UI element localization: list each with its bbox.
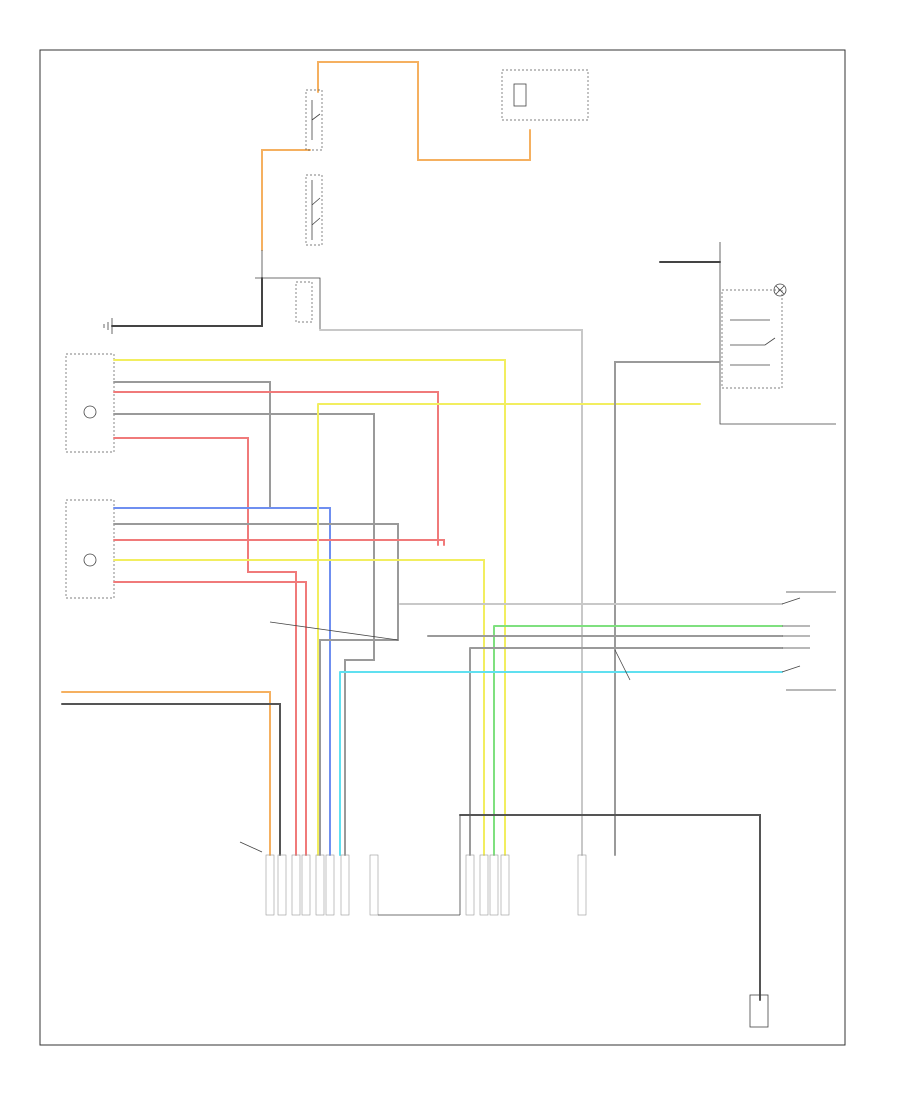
ground-left-icon <box>103 318 113 334</box>
lamp-icon <box>773 283 787 297</box>
fuse-element <box>513 83 527 107</box>
switch-right-contacts <box>730 319 776 366</box>
diagram-frame <box>39 49 846 1046</box>
switch-top-contact <box>311 100 321 140</box>
relay-top-box <box>295 281 313 323</box>
wire-blue-lower <box>113 507 331 856</box>
connector-right-pin-3 <box>489 854 499 916</box>
lamp-cross <box>775 285 785 295</box>
switch-right-bottom-frame <box>786 591 836 691</box>
motor-lower-box <box>65 499 115 599</box>
connector-left-pin-4 <box>301 854 311 916</box>
connector-right-pin-4 <box>500 854 510 916</box>
connector-left-pin-7 <box>340 854 350 916</box>
connector-right-pins <box>465 854 587 916</box>
wire-yellow-lower <box>113 559 485 856</box>
splice-left-lead <box>269 621 399 641</box>
connector-left-pin-3 <box>291 854 301 916</box>
wire-gray-sw4 <box>469 647 783 856</box>
fuse-block <box>501 69 589 121</box>
memory-module-frame <box>459 814 761 1001</box>
connector-left-pins <box>265 854 379 916</box>
unit-bottom-right-box <box>749 994 769 1028</box>
wire-green-sw2 <box>493 625 783 856</box>
wire-black-bottom <box>61 703 281 856</box>
motor-upper-box <box>65 353 115 453</box>
motor-upper-icon <box>83 405 97 419</box>
connector-left-pin-8 <box>369 854 379 916</box>
wire-yellow-upper <box>113 359 506 856</box>
wire-gray-lower <box>113 523 399 856</box>
wire-black-ground-left <box>111 277 263 327</box>
splice-right-lead <box>614 649 631 681</box>
door-module-right-frame <box>719 242 836 425</box>
connector-left-pin-2 <box>277 854 287 916</box>
connector-right-pin-2 <box>479 854 489 916</box>
wire-red-lower-2 <box>113 581 307 856</box>
switch-mid-box <box>305 174 323 246</box>
wire-gray-right-door <box>614 361 721 856</box>
connector-left-pin-1 <box>265 854 275 916</box>
door-module-inner <box>721 289 783 389</box>
relay-top-lead <box>255 250 321 330</box>
wire-orange-left <box>261 149 311 251</box>
wire-orange-bottom <box>61 691 271 856</box>
connector-left-pin-6 <box>325 854 335 916</box>
wire-yellow-right <box>317 403 701 856</box>
connector-left-pin-5 <box>315 854 325 916</box>
wire-red-upper-2 <box>113 437 297 856</box>
switch-bank-contacts <box>781 597 810 673</box>
wire-lightgray-long <box>319 329 583 856</box>
motor-lower-icon <box>83 553 97 567</box>
switch-top-box <box>305 89 323 151</box>
switch-mid-contact <box>311 180 321 240</box>
connector-right-pin-1 <box>465 854 475 916</box>
wire-gray-upper-2 <box>113 413 375 856</box>
connector-right-pin-5 <box>577 854 587 916</box>
ground-bottom-lead <box>239 841 263 853</box>
wire-orange-top <box>317 61 531 161</box>
wire-red-lower <box>113 539 445 546</box>
wire-gray-upper <box>113 381 271 509</box>
wire-red-upper <box>113 391 439 546</box>
wire-cyan-sw5 <box>339 671 783 856</box>
